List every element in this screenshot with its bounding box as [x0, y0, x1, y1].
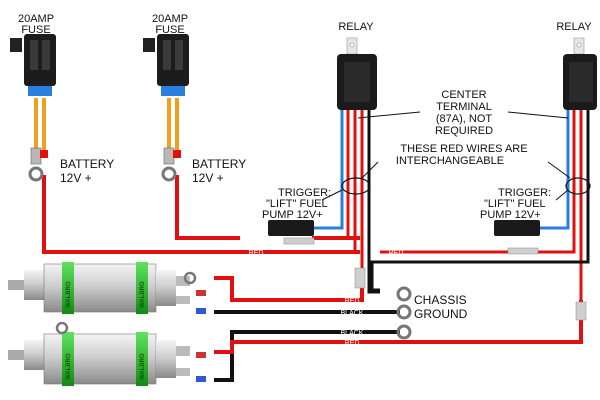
red-wires-note-2: INTERCHANGEABLE — [396, 155, 504, 167]
relay-left-label: RELAY — [338, 21, 374, 33]
callout-ellipse-right — [565, 177, 591, 195]
relay-right — [563, 37, 597, 110]
trigger-connector-right — [494, 220, 540, 255]
relay-right-label: RELAY — [556, 21, 592, 33]
pump-top-brand-2: WALBRO — [140, 281, 146, 308]
chassis-ground-label-1: CHASSIS — [414, 293, 467, 307]
pump-bottom-brand-1: WALBRO — [66, 353, 72, 380]
red-wire-top-pump — [214, 270, 364, 302]
battery-left-label-1: BATTERY — [60, 157, 114, 171]
center-terminal-label-1: CENTER — [441, 89, 486, 101]
pump-bottom-brand-2: WALBRO — [140, 353, 146, 380]
battery-terminal-mid — [161, 147, 181, 182]
fuse-left-amp-label: 20AMP — [18, 13, 54, 25]
callout-line-red-left — [361, 161, 379, 179]
trigger-left-label-1: TRIGGER: — [278, 187, 331, 199]
pump-top-brand-1: WALBRO — [66, 281, 72, 308]
fuel-pump-bottom — [8, 321, 206, 386]
wire-tag-black-2: BLACK — [341, 330, 364, 337]
fuse-mid-amp-label: 20AMP — [152, 13, 188, 25]
callout-line-trigger-left — [321, 189, 343, 201]
center-terminal-label-3: (87A), NOT — [436, 113, 493, 125]
trigger-connector-left — [268, 220, 315, 245]
relay-left — [337, 37, 377, 110]
chassis-ground-label-2: GROUND — [414, 307, 468, 321]
trigger-right-label-1: TRIGGER: — [498, 187, 551, 199]
battery-terminal-left — [28, 147, 48, 182]
trigger-left-label-3: PUMP 12V+ — [262, 209, 323, 221]
callout-ellipse-left — [341, 177, 371, 195]
wire-tag-red-1: RED — [249, 250, 264, 257]
red-wire-bottom-pump — [214, 300, 583, 354]
trigger-right-label-3: PUMP 12V+ — [480, 209, 541, 221]
fuse-holder-mid — [143, 34, 189, 96]
trigger-right-label-2: "LIFT" FUEL — [484, 198, 546, 210]
red-wire-fuse-left — [42, 175, 360, 254]
fuse-mid-name-label: FUSE — [155, 24, 184, 36]
relay-right-wires — [370, 110, 590, 300]
callout-line-red-right — [547, 161, 571, 179]
fuel-pump-top — [8, 262, 206, 314]
chassis-ground-terminals — [396, 286, 412, 340]
wire-tag-red-4: RED — [345, 340, 360, 347]
fuse-left-orange-wires — [34, 98, 46, 150]
fuse-left-name-label: FUSE — [21, 24, 50, 36]
center-terminal-label-4: REQUIRED — [435, 125, 493, 137]
wire-tag-black-1: BLACK — [341, 310, 364, 317]
callout-line-center-right — [507, 111, 569, 119]
fuse-holder-left — [10, 34, 56, 96]
battery-left-label-2: 12V + — [60, 171, 92, 185]
splice-connectors — [354, 267, 587, 321]
wire-tag-red-2: RED — [389, 250, 404, 257]
wire-tag-red-3: RED — [345, 298, 360, 305]
callout-line-center-left — [357, 111, 421, 119]
red-wire-fuse-mid — [175, 175, 240, 240]
callout-line-trigger-right — [555, 189, 569, 201]
trigger-left-label-2: "LIFT" FUEL — [266, 198, 328, 210]
center-terminal-label-2: TERMINAL — [436, 101, 492, 113]
fuse-mid-orange-wires — [167, 98, 179, 150]
red-wires-note-1: THESE RED WIRES ARE — [400, 143, 527, 155]
black-wire-bottom-pump — [214, 330, 400, 382]
battery-mid-label-2: 12V + — [192, 171, 224, 185]
battery-mid-label-1: BATTERY — [192, 157, 246, 171]
